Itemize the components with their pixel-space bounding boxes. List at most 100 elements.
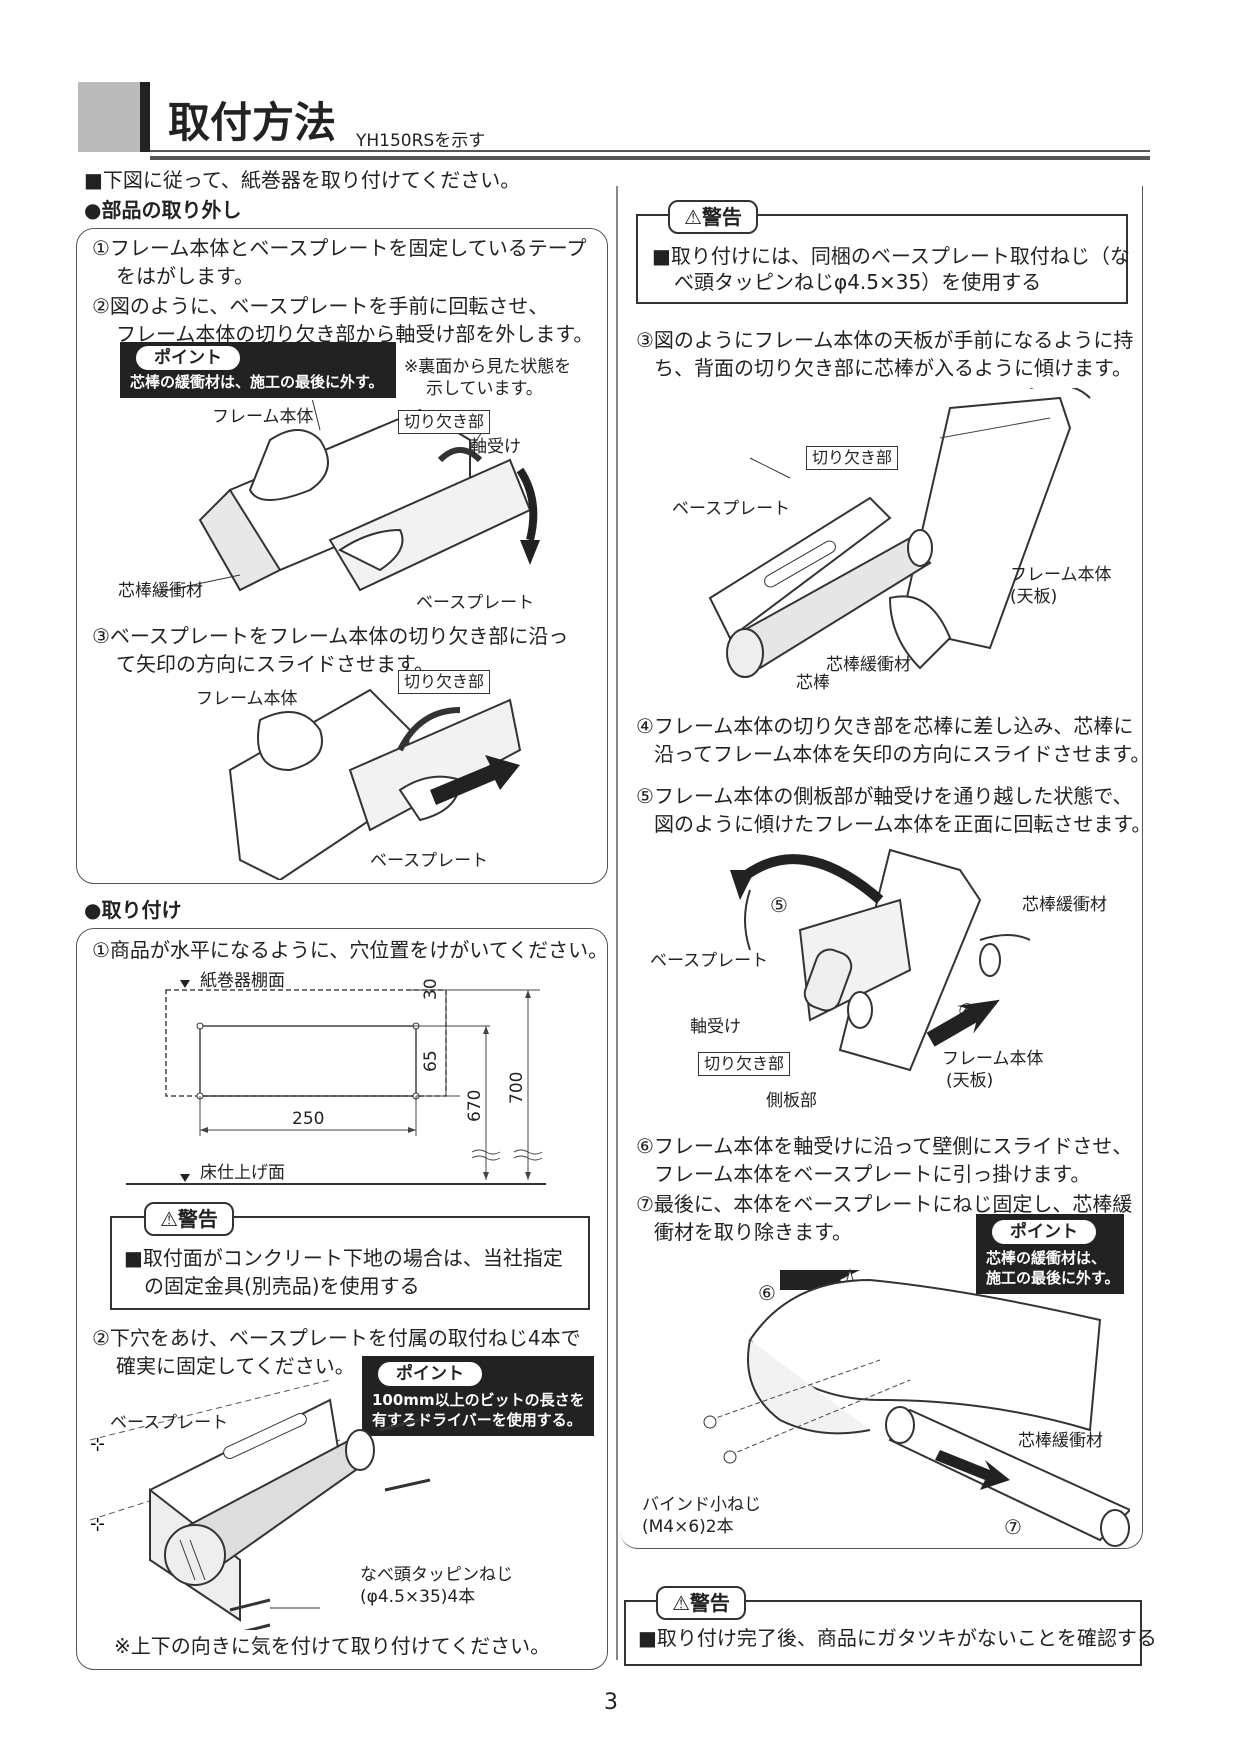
right-warning-1a: ■取り付けには、同梱のベースプレート取付ねじ（な — [652, 244, 1130, 268]
figure-removal-slide — [228, 688, 522, 880]
intro-text: ■下図に従って、紙巻器を取り付けてください。 — [84, 168, 521, 192]
fig5-screw-label-a: バインド小ねじ — [642, 1495, 761, 1515]
install-note: ※上下の向きに気を付けて取り付けてください。 — [114, 1634, 551, 1658]
right-step6b: フレーム本体をベースプレートに引っ掛けます。 — [654, 1162, 1091, 1186]
page-number: 3 — [604, 1690, 618, 1715]
point-label: ポイント — [992, 1220, 1096, 1244]
install-step2a: ②下穴をあけ、ベースプレートを付属の取付ねじ4本で — [92, 1326, 581, 1350]
right-step4a: ④フレーム本体の切り欠き部を芯棒に差し込み、芯棒に — [636, 714, 1134, 738]
point-label: ポイント — [136, 346, 240, 370]
figure-base-plate-fixing: ⊹ ⊹ — [90, 1380, 431, 1630]
fig4-step4-marker: ④ — [958, 999, 976, 1023]
fig1-frame-label: フレーム本体 — [212, 407, 314, 427]
install-step1: ①商品が水平になるように、穴位置をけがいてください。 — [92, 938, 609, 962]
fig5-screw-label-b: (M4×6)2本 — [642, 1517, 734, 1537]
header-rule-2 — [150, 158, 1150, 160]
right-warning-label-2: ⚠警告 — [656, 1586, 746, 1620]
right-step6a: ⑥フレーム本体を軸受けに沿って壁側にスライドさせ、 — [636, 1134, 1133, 1158]
right-step5a: ⑤フレーム本体の側板部が軸受けを通り越した状態で、 — [636, 784, 1133, 808]
install-warning-label: ⚠警告 — [144, 1202, 234, 1236]
point-text-a: 芯棒の緩衝材は、 — [986, 1249, 1107, 1267]
install-heading: ●取り付け — [84, 898, 182, 922]
right-step5b: 図のように傾けたフレーム本体を正面に回転させます。 — [654, 812, 1152, 836]
svg-text:⊹: ⊹ — [90, 1514, 105, 1535]
right-warning-2: ■取り付け完了後、商品にガタツキがないことを確認する — [638, 1626, 1157, 1650]
right-step7b: 衝材を取り除きます。 — [654, 1220, 852, 1244]
removal-step2a: ②図のように、ベースプレートを手前に回転させ、 — [92, 294, 549, 318]
fig4-notch-label: 切り欠き部 — [698, 1052, 791, 1076]
fig4-frame-label: フレーム本体 — [942, 1049, 1044, 1069]
fig4-step5-marker: ⑤ — [770, 893, 788, 917]
right-step3b: ち、背面の切り欠き部に芯棒が入るように傾けます。 — [654, 356, 1132, 380]
point-label: ポイント — [378, 1362, 482, 1386]
fig5-step7-marker: ⑦ — [1004, 1515, 1022, 1539]
column-divider — [616, 186, 618, 1660]
fig1-buffer-label: 芯棒緩衝材 — [118, 581, 203, 601]
right-warning-label-1: ⚠警告 — [668, 200, 758, 234]
fig-base-plate-label: ベースプレート — [110, 1413, 229, 1433]
figure-tilt-frame — [708, 388, 1091, 678]
removal-step3a: ③ベースプレートをフレーム本体の切り欠き部に沿っ — [92, 624, 569, 648]
dim-700: 700 — [507, 1071, 527, 1104]
dim-30: 30 — [421, 978, 441, 1000]
figure-removal-rotate — [154, 400, 540, 594]
removal-note-b: 示しています。 — [426, 379, 543, 399]
point-text: 芯棒の緩衝材は、施工の最後に外す。 — [130, 373, 384, 391]
right-step4b: 沿ってフレーム本体を矢印の方向にスライドさせます。 — [654, 742, 1151, 766]
figure-rotate-frame — [730, 848, 1031, 1072]
removal-step1b: をはがします。 — [116, 264, 254, 288]
right-warning-1b: べ頭タッピンねじφ4.5×35）を使用する — [674, 270, 1042, 294]
fig3-rod-label: 芯棒 — [796, 673, 830, 693]
fig5-buffer-label: 芯棒緩衝材 — [1018, 1431, 1103, 1451]
fig4-base-label: ベースプレート — [650, 951, 769, 971]
header-bar — [140, 82, 150, 152]
figure-hole-layout — [126, 980, 546, 1185]
right-panel — [620, 186, 1143, 1549]
point-text-a: 100mm以上のビットの長さを — [372, 1391, 585, 1409]
header-block — [78, 82, 148, 152]
fig2-base-label: ベースプレート — [370, 851, 489, 871]
header-rule — [150, 150, 1150, 158]
fig-screw-label-a: なべ頭タッピンねじ — [360, 1565, 513, 1585]
svg-text:⊹: ⊹ — [90, 1434, 105, 1455]
fig3-base-label: ベースプレート — [672, 499, 791, 519]
right-step3a: ③図のようにフレーム本体の天板が手前になるように持 — [636, 328, 1134, 352]
point-text-b: 有するドライバーを使用する。 — [372, 1411, 582, 1429]
removal-point-box: ポイント 芯棒の緩衝材は、施工の最後に外す。 — [120, 342, 396, 398]
install-point-box: ポイント 100mm以上のビットの長さを 有するドライバーを使用する。 — [362, 1356, 594, 1436]
right-point-box: ポイント 芯棒の緩衝材は、 施工の最後に外す。 — [976, 1214, 1124, 1294]
removal-step3b: て矢印の方向にスライドさせます。 — [116, 652, 434, 676]
fig4-top-label: (天板) — [946, 1071, 994, 1091]
install-panel — [76, 928, 608, 1670]
point-text-b: 施工の最後に外す。 — [986, 1269, 1120, 1287]
fig1-notch-label: 切り欠き部 — [398, 410, 491, 434]
install-warning-b: の固定金具(別売品)を使用する — [144, 1274, 420, 1298]
fig5-step6-marker: ⑥ — [758, 1281, 776, 1305]
figure-final-fixing — [703, 1268, 1130, 1547]
removal-heading: ●部品の取り外し — [84, 198, 242, 222]
removal-panel — [76, 228, 608, 884]
dim-floor-label: 床仕上げ面 — [200, 1163, 285, 1183]
fig1-base-label: ベースプレート — [416, 593, 535, 613]
fig1-bearing-label: 軸受け — [470, 437, 521, 457]
fig3-top-label: (天板) — [1010, 587, 1058, 607]
page-title: 取付方法 — [168, 98, 337, 147]
fig3-notch-label: 切り欠き部 — [806, 446, 899, 470]
fig2-notch-label: 切り欠き部 — [398, 670, 491, 694]
fig4-side-label: 側板部 — [766, 1091, 817, 1111]
install-warning-a: ■取付面がコンクリート下地の場合は、当社指定 — [124, 1246, 563, 1270]
fig2-frame-label: フレーム本体 — [196, 689, 298, 709]
dim-670: 670 — [465, 1089, 485, 1122]
fig4-buffer-label: 芯棒緩衝材 — [1022, 895, 1107, 915]
removal-note-a: ※裏面から見た状態を — [404, 357, 572, 377]
dim-250: 250 — [292, 1109, 325, 1129]
fig4-bearing-label: 軸受け — [690, 1017, 741, 1037]
dim-shelf-label: 紙巻器棚面 — [200, 971, 285, 991]
fig3-frame-label: フレーム本体 — [1010, 565, 1112, 585]
page-subtitle: YH150RSを示す — [356, 131, 486, 151]
fig3-buffer-label: 芯棒緩衝材 — [826, 655, 911, 675]
right-step7a: ⑦最後に、本体をベースプレートにねじ固定し、芯棒緩 — [636, 1192, 1133, 1216]
install-step2b: 確実に固定してください。 — [116, 1354, 355, 1378]
removal-step1a: ①フレーム本体とベースプレートを固定しているテープ — [92, 236, 587, 260]
dim-65: 65 — [421, 1050, 441, 1072]
